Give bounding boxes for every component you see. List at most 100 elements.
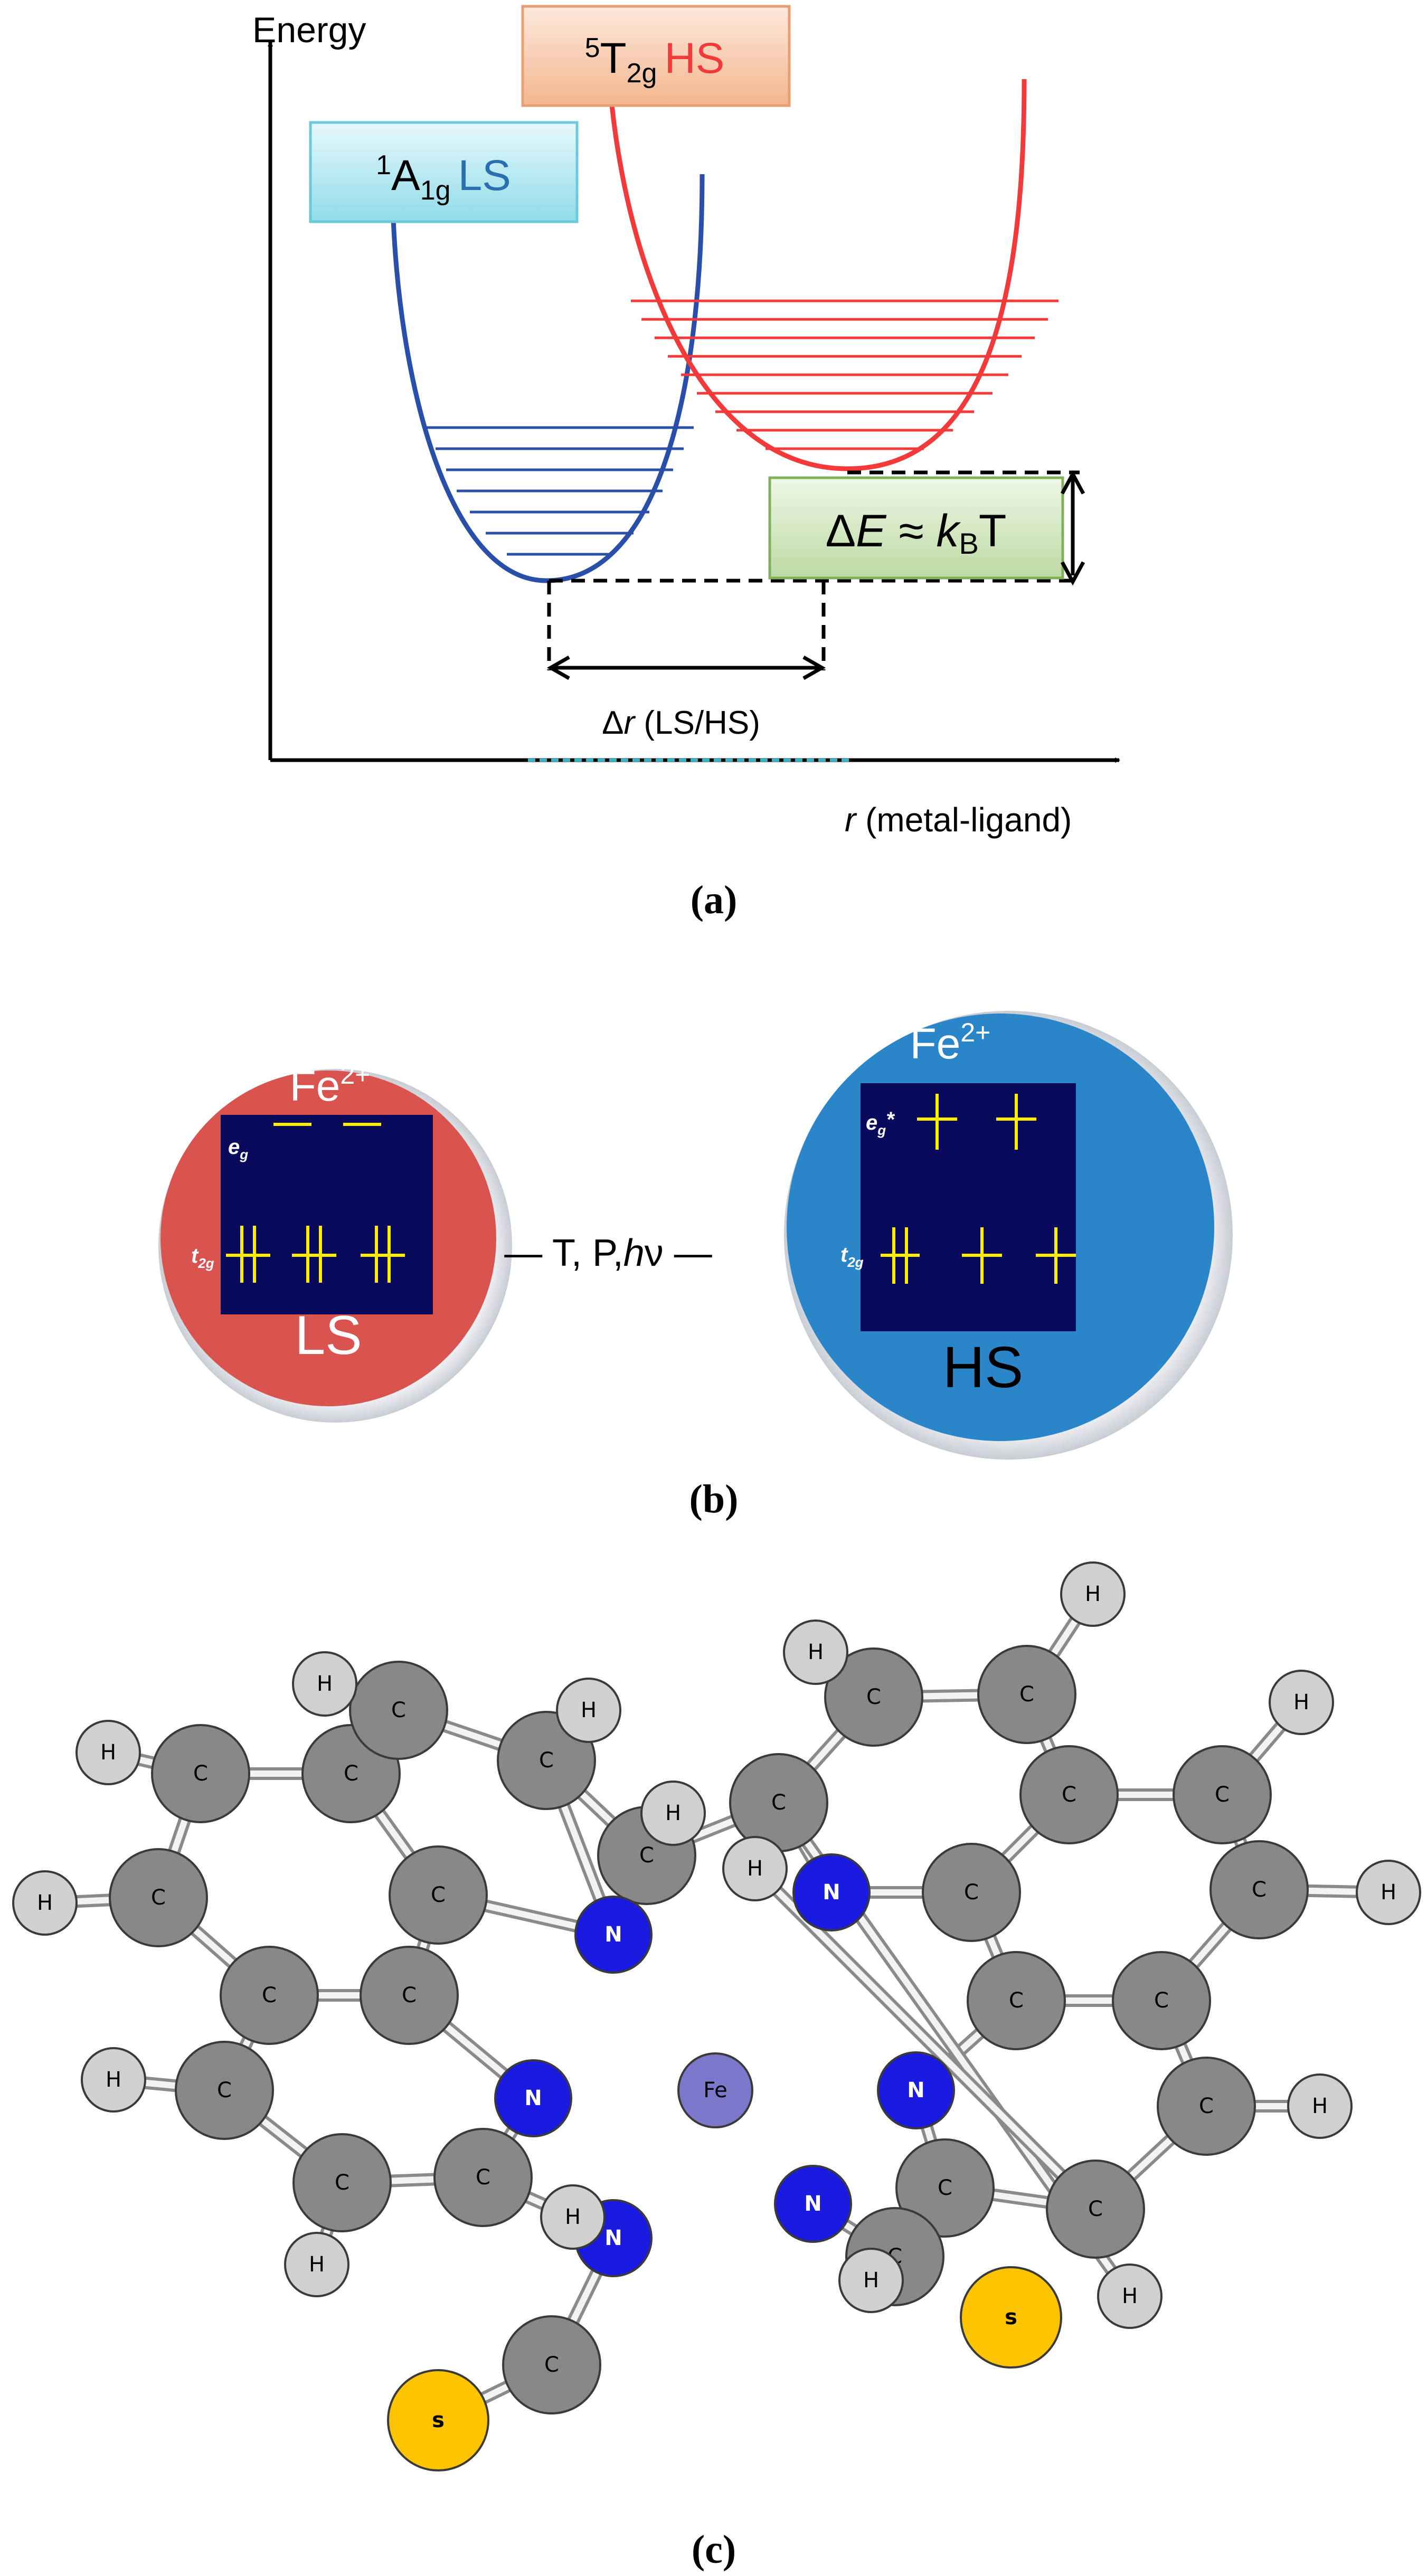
atom-label: C [639, 1843, 654, 1868]
atom-label: C [402, 1983, 417, 2007]
atom-h: H [12, 1870, 78, 1936]
atom-label: N [604, 1922, 622, 1947]
atom-c: C [824, 1647, 923, 1747]
delta-r-arrowhead-left [546, 655, 570, 680]
atom-label: C [151, 1886, 166, 1910]
caption-c: (c) [692, 2527, 736, 2572]
atom-h: H [292, 1651, 357, 1717]
atom-c: C [1157, 2057, 1256, 2156]
atom-label: C [431, 1883, 446, 1907]
atom-label: C [193, 1761, 208, 1786]
atom-c: C [292, 2133, 392, 2232]
atom-c: C [220, 1946, 319, 2045]
hs-t2g-label: t2g [840, 1243, 864, 1270]
atom-label: N [604, 2226, 622, 2250]
atom-label: C [1154, 1988, 1169, 2013]
atom-h: H [783, 1620, 848, 1685]
atom-label: H [100, 1740, 116, 1765]
atom-c: C [977, 1645, 1076, 1744]
atom-label: C [1215, 1783, 1230, 1807]
hs-label: HS [943, 1335, 1024, 1400]
hs-vibrational-levels [631, 299, 1059, 450]
atom-c: C [1112, 1951, 1211, 2050]
atom-label: H [747, 1857, 763, 1881]
atom-label: C [217, 2078, 232, 2103]
delta-e-arrowhead-top [1060, 470, 1085, 495]
atom-label: N [823, 1880, 840, 1905]
atom-c: C [502, 2315, 601, 2414]
atom-label: C [476, 2165, 490, 2190]
atom-label: C [938, 2176, 952, 2200]
atom-n: N [792, 1853, 871, 1931]
atom-c: C [729, 1753, 828, 1852]
atom-c: C [1046, 2160, 1145, 2259]
atom-c: C [1019, 1745, 1119, 1844]
y-axis-label: Energy [252, 10, 366, 50]
atom-c: C [349, 1661, 448, 1760]
atom-label: C [1019, 1682, 1034, 1707]
atom-h: H [1060, 1561, 1126, 1627]
atom-s: s [960, 2266, 1062, 2369]
delta-e-box [768, 476, 1064, 580]
ls-label: LS [295, 1305, 362, 1366]
atom-c: C [109, 1848, 208, 1947]
atom-label: H [1312, 2094, 1328, 2118]
ls-eg-label: eg [228, 1135, 248, 1162]
atom-label: Fe [703, 2078, 727, 2103]
atom-label: C [1199, 2094, 1214, 2118]
ls-potential-curve [391, 174, 705, 583]
caption-a: (a) [691, 878, 738, 922]
hs-eg-spins [917, 1094, 1036, 1150]
atom-h: H [1356, 1860, 1421, 1925]
atom-h: H [1287, 2073, 1353, 2139]
atom-label: H [665, 1801, 681, 1825]
hs-t2g-spins [881, 1227, 1076, 1284]
atom-h: H [1269, 1670, 1334, 1735]
atom-label: s [1005, 2305, 1017, 2329]
delta-r-label: Δr (LS/HS) [602, 705, 760, 741]
stimuli-label: — T, P,hν — [504, 1232, 712, 1274]
hs-ion-label: Fe2+ [910, 1018, 991, 1068]
atom-label: H [1293, 1690, 1309, 1715]
atom-h: H [75, 1720, 141, 1785]
atom-n: N [774, 2165, 852, 2243]
atom-n: N [574, 1896, 653, 1974]
atom-label: H [309, 2252, 325, 2277]
atom-label: C [1062, 1783, 1076, 1807]
ls-state-box [309, 121, 579, 223]
x-axis-label: r (metal-ligand) [845, 801, 1072, 839]
atom-label: C [771, 1791, 786, 1815]
atom-label: C [344, 1761, 358, 1786]
hs-orbital-box [861, 1083, 1076, 1331]
atom-label: C [1009, 1988, 1024, 2013]
delta-e-arrowhead-bottom [1060, 561, 1085, 586]
atom-c: C [175, 2041, 274, 2140]
atom-label: H [1122, 2284, 1138, 2308]
atom-label: H [37, 1891, 53, 1915]
atom-label: H [1381, 1880, 1396, 1905]
atom-label: C [964, 1880, 979, 1905]
atom-h: H [640, 1781, 706, 1846]
atom-label: H [565, 2205, 581, 2229]
atom-label: N [804, 2192, 821, 2216]
atom-label: H [106, 2068, 121, 2092]
atom-c: C [151, 1724, 250, 1823]
atom-label: C [335, 2171, 349, 2195]
atom-c: C [360, 1946, 459, 2045]
delta-r-arrowhead-right [802, 655, 826, 680]
atom-fe: Fe [677, 2052, 753, 2128]
hs-potential-curve [604, 15, 1027, 471]
atom-h: H [722, 1836, 788, 1901]
atom-label: C [1088, 2197, 1103, 2221]
atom-label: C [544, 2353, 559, 2377]
atom-h: H [540, 2184, 606, 2250]
atom-label: H [863, 2268, 879, 2293]
atom-c: C [1173, 1745, 1272, 1844]
atom-h: H [81, 2047, 146, 2113]
atom-c: C [967, 1951, 1066, 2050]
atom-label: N [524, 2086, 542, 2110]
